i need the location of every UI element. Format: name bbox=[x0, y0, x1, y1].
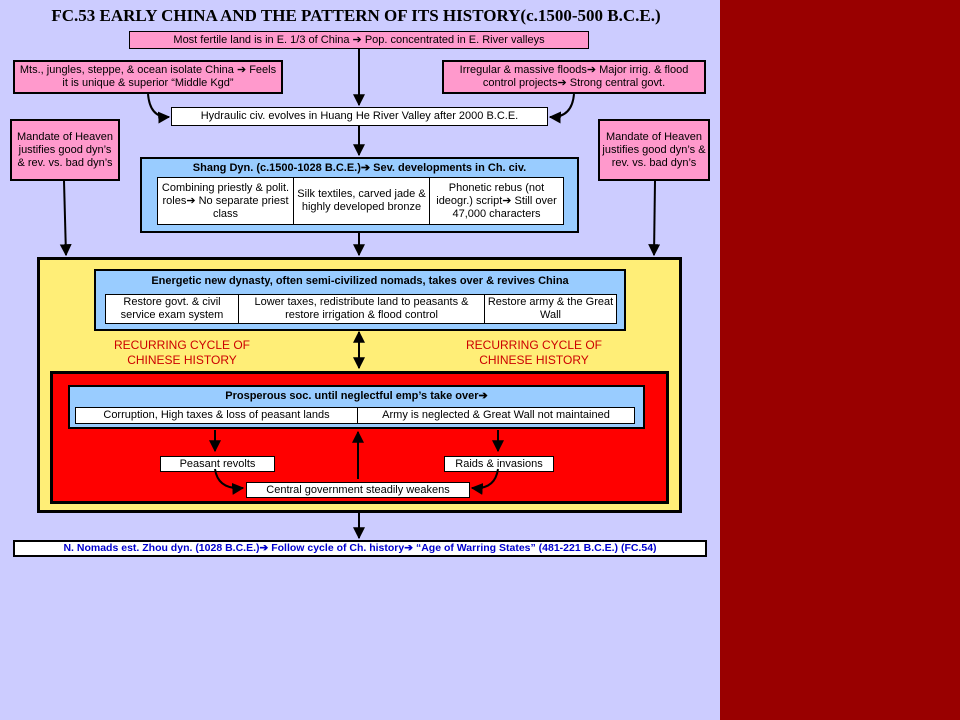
recurring-cycle-label-left: RECURRING CYCLE OF CHINESE HISTORY bbox=[113, 338, 250, 367]
prosperous-society-header: Prosperous soc. until neglectful emp’s t… bbox=[225, 390, 488, 402]
energetic-dynasty-box: Energetic new dynasty, often semi-civili… bbox=[94, 269, 626, 331]
prosperous-cell-corruption: Corruption, High taxes & loss of peasant… bbox=[75, 407, 358, 424]
central-govt-weakens-box: Central government steadily weakens bbox=[246, 482, 470, 498]
decline-cycle-box: Prosperous soc. until neglectful emp’s t… bbox=[50, 371, 669, 504]
recurring-cycle-label-right: RECURRING CYCLE OF CHINESE HISTORY bbox=[465, 338, 602, 367]
page-title: FC.53 EARLY CHINA AND THE PATTERN OF ITS… bbox=[51, 6, 661, 25]
isolation-box: Mts., jungles, steppe, & ocean isolate C… bbox=[13, 60, 283, 94]
prosperous-society-box: Prosperous soc. until neglectful emp’s t… bbox=[68, 385, 645, 429]
raids-invasions-box: Raids & invasions bbox=[444, 456, 554, 472]
arrow-mandate-left-to-cycle bbox=[59, 180, 72, 257]
floods-box: Irregular & massive floods➔ Major irrig.… bbox=[442, 60, 706, 94]
peasant-revolts-box: Peasant revolts bbox=[160, 456, 275, 472]
arrow-floods-to-hydraulic bbox=[548, 93, 575, 124]
arrow-revolts-to-central bbox=[214, 468, 245, 495]
hydraulic-civ-box: Hydraulic civ. evolves in Huang He River… bbox=[171, 107, 548, 126]
recurring-cycle-container: Energetic new dynasty, often semi-civili… bbox=[37, 257, 682, 513]
mandate-of-heaven-right-box: Mandate of Heaven justifies good dyn’s &… bbox=[598, 119, 710, 181]
arrow-mandate-right-to-cycle bbox=[648, 180, 661, 257]
shang-dynasty-box: Shang Dyn. (c.1500-1028 B.C.E.)➔ Sev. de… bbox=[140, 157, 579, 233]
shang-cell-silk: Silk textiles, carved jade & highly deve… bbox=[293, 177, 430, 225]
fertile-land-box: Most fertile land is in E. 1/3 of China … bbox=[129, 31, 589, 49]
energetic-cell-govt: Restore govt. & civil service exam syste… bbox=[105, 294, 239, 324]
energetic-cell-army: Restore army & the Great Wall bbox=[484, 294, 617, 324]
arrow-raids-to-central bbox=[470, 468, 499, 495]
shang-cell-priestly: Combining priestly & polit. roles➔ No se… bbox=[157, 177, 294, 225]
arrow-isolation-to-hydraulic bbox=[147, 93, 171, 124]
side-panel bbox=[720, 0, 960, 720]
prosperous-cell-army: Army is neglected & Great Wall not maint… bbox=[357, 407, 635, 424]
shang-cell-script: Phonetic rebus (not ideogr.) script➔ Sti… bbox=[429, 177, 564, 225]
shang-dynasty-header: Shang Dyn. (c.1500-1028 B.C.E.)➔ Sev. de… bbox=[192, 162, 527, 174]
energetic-dynasty-header: Energetic new dynasty, often semi-civili… bbox=[151, 275, 569, 287]
energetic-cell-taxes: Lower taxes, redistribute land to peasan… bbox=[238, 294, 485, 324]
connector-arrows bbox=[59, 49, 661, 540]
mandate-of-heaven-left-box: Mandate of Heaven justifies good dyn’s &… bbox=[10, 119, 120, 181]
slide: FC.53 EARLY CHINA AND THE PATTERN OF ITS… bbox=[0, 0, 720, 720]
zhou-dynasty-box: N. Nomads est. Zhou dyn. (1028 B.C.E.)➔ … bbox=[13, 540, 707, 557]
